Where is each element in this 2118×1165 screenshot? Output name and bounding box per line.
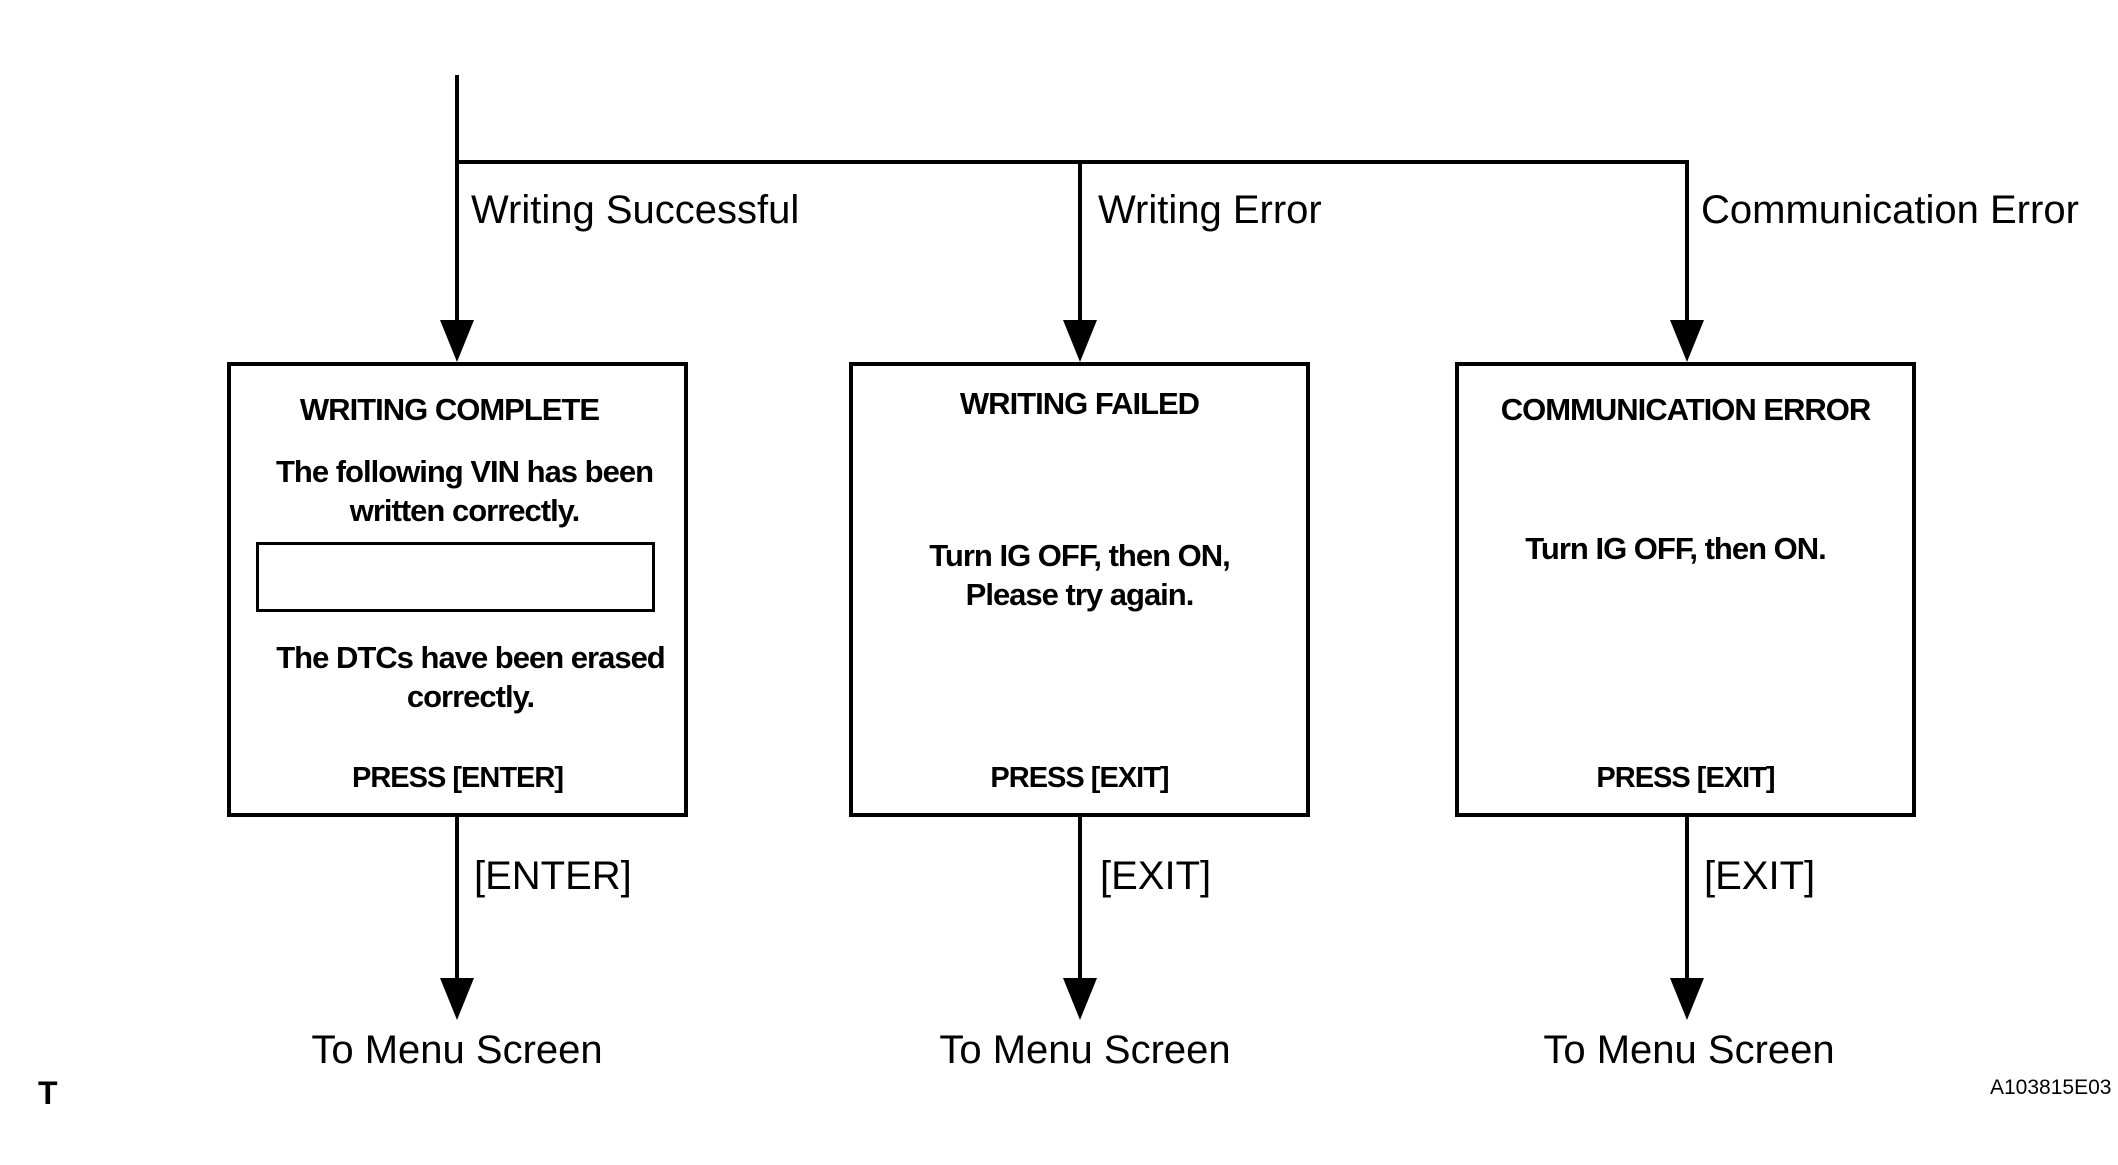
screen-message: The following VIN has been written corre… <box>245 452 684 530</box>
key-label-exit: [EXIT] <box>1100 854 1212 898</box>
destination-label: To Menu Screen <box>939 1028 1231 1072</box>
message-line: Turn IG OFF, then ON. <box>1525 531 1826 566</box>
screen-prompt: PRESS [EXIT] <box>1596 762 1775 794</box>
screen-writing-complete: WRITING COMPLETE The following VIN has b… <box>227 362 688 817</box>
arrowhead-down-icon <box>1063 978 1097 1020</box>
screen-title: COMMUNICATION ERROR <box>1500 392 1872 427</box>
screen-title: WRITING COMPLETE <box>299 392 600 427</box>
condition-label-writing-successful: Writing Successful <box>471 188 800 232</box>
vin-display-field <box>256 542 655 612</box>
arrowhead-down-icon <box>1670 320 1704 362</box>
arrowhead-down-icon <box>1670 978 1704 1020</box>
destination-label: To Menu Screen <box>1543 1028 1835 1072</box>
message-line: correctly. <box>406 679 535 714</box>
screen-message: Turn IG OFF, then ON. <box>1439 529 1912 568</box>
screen-secondary-message: The DTCs have been erased correctly. <box>257 638 684 716</box>
key-label-enter: [ENTER] <box>474 854 632 898</box>
screen-writing-failed: WRITING FAILED Turn IG OFF, then ON, Ple… <box>849 362 1310 817</box>
figure-id: A103815E03 <box>1990 1076 2112 1099</box>
screen-prompt: PRESS [ENTER] <box>352 762 564 794</box>
arrowhead-down-icon <box>440 978 474 1020</box>
screen-prompt: PRESS [EXIT] <box>990 762 1169 794</box>
screen-title: WRITING FAILED <box>959 386 1200 421</box>
screen-communication-error: COMMUNICATION ERROR Turn IG OFF, then ON… <box>1455 362 1916 817</box>
message-line: written correctly. <box>349 493 581 528</box>
message-line: Please try again. <box>965 577 1195 612</box>
screen-message: Turn IG OFF, then ON, Please try again. <box>853 536 1306 614</box>
condition-label-communication-error: Communication Error <box>1701 188 2079 232</box>
message-line: The DTCs have been erased <box>276 640 666 675</box>
message-line: Turn IG OFF, then ON, <box>929 538 1230 573</box>
arrowhead-down-icon <box>440 320 474 362</box>
message-line: The following VIN has been <box>275 454 654 489</box>
destination-label: To Menu Screen <box>311 1028 603 1072</box>
condition-label-writing-error: Writing Error <box>1098 188 1322 232</box>
key-label-exit: [EXIT] <box>1704 854 1816 898</box>
corner-mark: T <box>38 1075 58 1111</box>
arrowhead-down-icon <box>1063 320 1097 362</box>
